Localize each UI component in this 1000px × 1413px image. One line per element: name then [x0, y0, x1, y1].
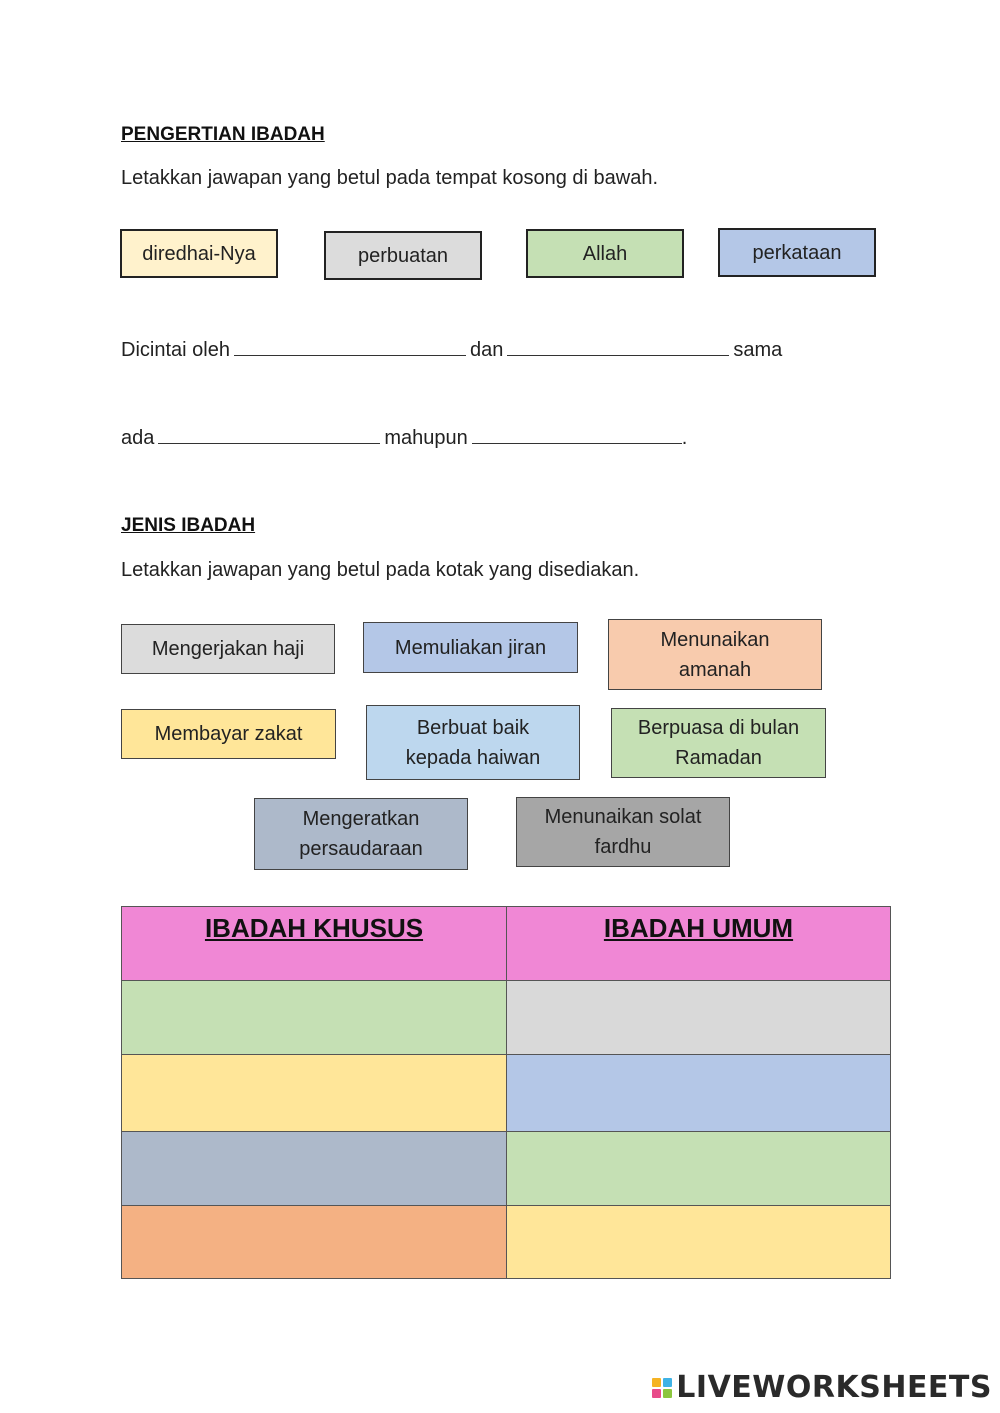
- tile-label: Mengerjakan haji: [151, 638, 305, 660]
- sentence-text: sama: [733, 339, 783, 361]
- drop-zone-umum-1[interactable]: [506, 980, 891, 1055]
- tile-label: diredhai-Nya: [142, 242, 256, 265]
- drop-zone-khusus-1[interactable]: [121, 980, 507, 1055]
- drop-zone-khusus-3[interactable]: [121, 1131, 507, 1206]
- ibadah-tile-amanah[interactable]: Menunaikan amanah: [608, 619, 822, 690]
- answer-tile-perkataan[interactable]: perkataan: [718, 228, 876, 277]
- drop-zone-khusus-4[interactable]: [121, 1205, 507, 1279]
- answer-tile-diredhai[interactable]: diredhai-Nya: [120, 229, 278, 278]
- section2-heading: JENIS IBADAH: [121, 515, 256, 536]
- tile-label: perkataan: [752, 241, 842, 264]
- tile-label: Mengeratkan persaudaraan: [299, 808, 423, 860]
- tile-label: Menunaikan amanah: [660, 628, 770, 681]
- drop-zone-khusus-2[interactable]: [121, 1054, 507, 1132]
- blank-3[interactable]: [158, 425, 381, 444]
- header-label: IBADAH UMUM: [603, 913, 794, 943]
- section1-instruction: Letakkan jawapan yang betul pada tempat …: [121, 167, 659, 189]
- drop-zone-umum-4[interactable]: [506, 1205, 891, 1279]
- liveworksheets-logo-icon: [652, 1377, 673, 1398]
- sentence-text: ada: [121, 427, 155, 449]
- tile-label: Berbuat baik kepada haiwan: [405, 716, 541, 769]
- header-label: IBADAH KHUSUS: [204, 913, 424, 943]
- blank-1[interactable]: [233, 337, 466, 356]
- blank-2[interactable]: [507, 337, 730, 356]
- section1-heading: PENGERTIAN IBADAH: [121, 124, 325, 145]
- ibadah-tile-jiran[interactable]: Memuliakan jiran: [363, 622, 578, 673]
- ibadah-tile-solat[interactable]: Menunaikan solat fardhu: [516, 797, 730, 867]
- sentence-line-2: ada mahupun.: [121, 425, 687, 450]
- ibadah-tile-haji[interactable]: Mengerjakan haji: [121, 624, 335, 674]
- ibadah-tile-haiwan[interactable]: Berbuat baik kepada haiwan: [366, 705, 580, 780]
- tile-label: Berpuasa di bulan Ramadan: [637, 717, 800, 769]
- answer-tile-perbuatan[interactable]: perbuatan: [324, 231, 482, 280]
- drop-zone-umum-2[interactable]: [506, 1054, 891, 1132]
- tile-label: Menunaikan solat fardhu: [544, 806, 702, 858]
- ibadah-tile-puasa[interactable]: Berpuasa di bulan Ramadan: [611, 708, 826, 778]
- tile-label: Membayar zakat: [154, 723, 303, 745]
- tile-label: perbuatan: [357, 244, 449, 267]
- table-header-umum: IBADAH UMUM: [506, 906, 891, 981]
- ibadah-tile-persaudaraan[interactable]: Mengeratkan persaudaraan: [254, 798, 468, 870]
- sentence-line-1: Dicintai oleh dan sama: [121, 337, 782, 362]
- liveworksheets-logo: LIVEWORKSHEETS: [652, 1370, 992, 1405]
- answer-tile-allah[interactable]: Allah: [526, 229, 684, 278]
- drop-zone-umum-3[interactable]: [506, 1131, 891, 1206]
- sentence-text: .: [681, 427, 688, 449]
- sentence-text: dan: [469, 339, 504, 361]
- logo-text: LIVEWORKSHEETS: [676, 1370, 992, 1405]
- section2-instruction: Letakkan jawapan yang betul pada kotak y…: [121, 559, 640, 581]
- sentence-text: mahupun: [384, 427, 468, 449]
- tile-label: Memuliakan jiran: [394, 636, 547, 659]
- tile-label: Allah: [582, 242, 628, 265]
- blank-4[interactable]: [471, 425, 682, 444]
- ibadah-tile-zakat[interactable]: Membayar zakat: [121, 709, 336, 759]
- sentence-text: Dicintai oleh: [121, 339, 230, 361]
- table-header-khusus: IBADAH KHUSUS: [121, 906, 507, 981]
